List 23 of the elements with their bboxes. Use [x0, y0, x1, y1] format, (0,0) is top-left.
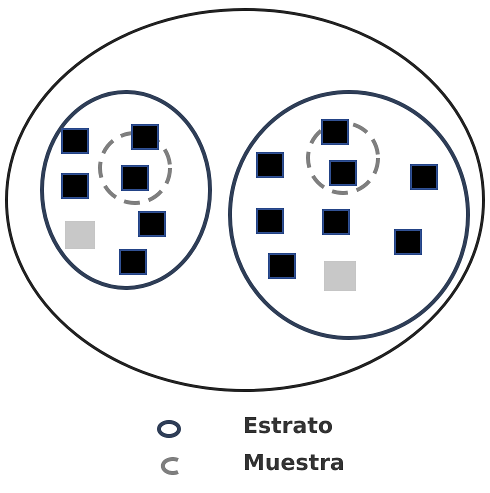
element-square: [121, 165, 149, 191]
element-square: [324, 261, 356, 291]
element-square: [321, 119, 349, 145]
legend-label: Muestra: [243, 451, 345, 476]
sample-circle: [98, 131, 172, 205]
element-square: [61, 173, 89, 199]
element-square: [119, 249, 147, 275]
element-square: [329, 160, 357, 186]
element-square: [394, 229, 422, 255]
element-square: [256, 208, 284, 234]
element-square: [268, 253, 296, 279]
sample-circle: [306, 121, 380, 195]
element-square: [61, 128, 89, 154]
element-square: [322, 209, 350, 235]
legend-label: Estrato: [243, 414, 333, 439]
element-square: [256, 152, 284, 178]
stratum-ellipse: [228, 90, 470, 340]
stratum-ellipse: [40, 90, 212, 290]
element-square: [138, 211, 166, 237]
element-square: [65, 221, 95, 249]
element-square: [410, 164, 438, 190]
element-square: [131, 124, 159, 150]
population-ellipse: [5, 8, 485, 392]
